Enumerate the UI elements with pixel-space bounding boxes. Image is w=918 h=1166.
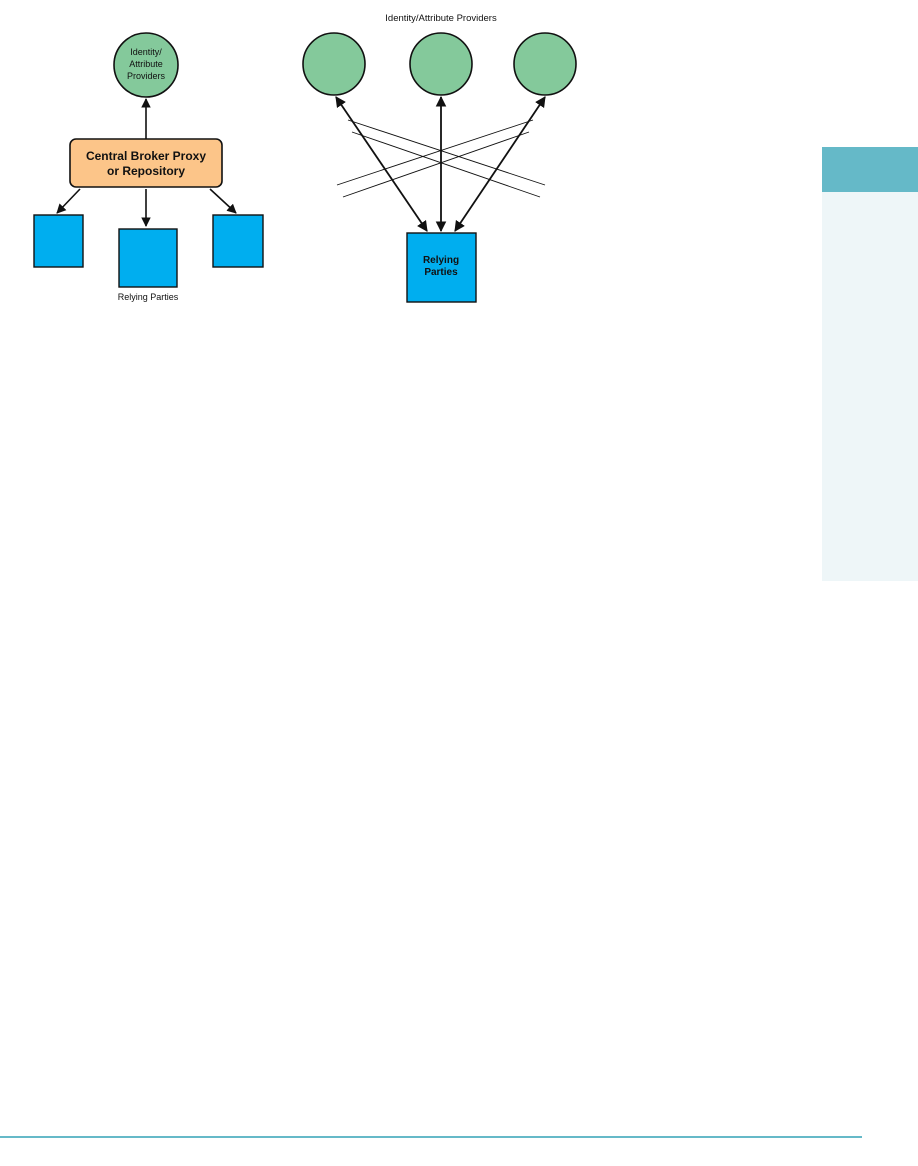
relying-parties-caption: Relying Parties xyxy=(118,292,179,302)
sidebar-panel xyxy=(822,192,918,581)
left-provider-label-1: Identity/ xyxy=(130,47,162,57)
broker-box xyxy=(69,138,223,188)
left-party-box xyxy=(33,214,84,268)
broker-label-1: Central Broker Proxy xyxy=(86,149,206,163)
provider-node-1 xyxy=(302,32,366,96)
left-provider-label-2: Attribute xyxy=(129,59,163,69)
right-party-box xyxy=(212,214,264,268)
providers-title: Identity/Attribute Providers xyxy=(385,13,497,24)
sidebar-tab xyxy=(822,147,918,192)
provider-node-2 xyxy=(409,32,473,96)
federation-diagrams: Identity/ Attribute Providers Central Br… xyxy=(33,13,577,303)
left-provider-node xyxy=(113,32,179,98)
left-diagram: Identity/ Attribute Providers Central Br… xyxy=(33,32,264,302)
broker-to-right-party-arrow xyxy=(209,188,237,214)
right-diagram: Identity/Attribute Providers Relying Par… xyxy=(302,13,577,303)
relying-parties-label-2: Parties xyxy=(424,267,458,278)
left-provider-label-3: Providers xyxy=(127,71,166,81)
broker-label-2: or Repository xyxy=(107,164,185,178)
party-provider1-arrow xyxy=(335,96,428,232)
relying-parties-label-1: Relying xyxy=(423,255,459,266)
party-provider3-arrow xyxy=(454,96,546,232)
bottom-rule xyxy=(0,1136,862,1138)
relying-parties-box xyxy=(406,232,477,303)
broker-to-left-party-arrow xyxy=(56,188,81,214)
center-party-box xyxy=(118,228,178,288)
provider-node-3 xyxy=(513,32,577,96)
